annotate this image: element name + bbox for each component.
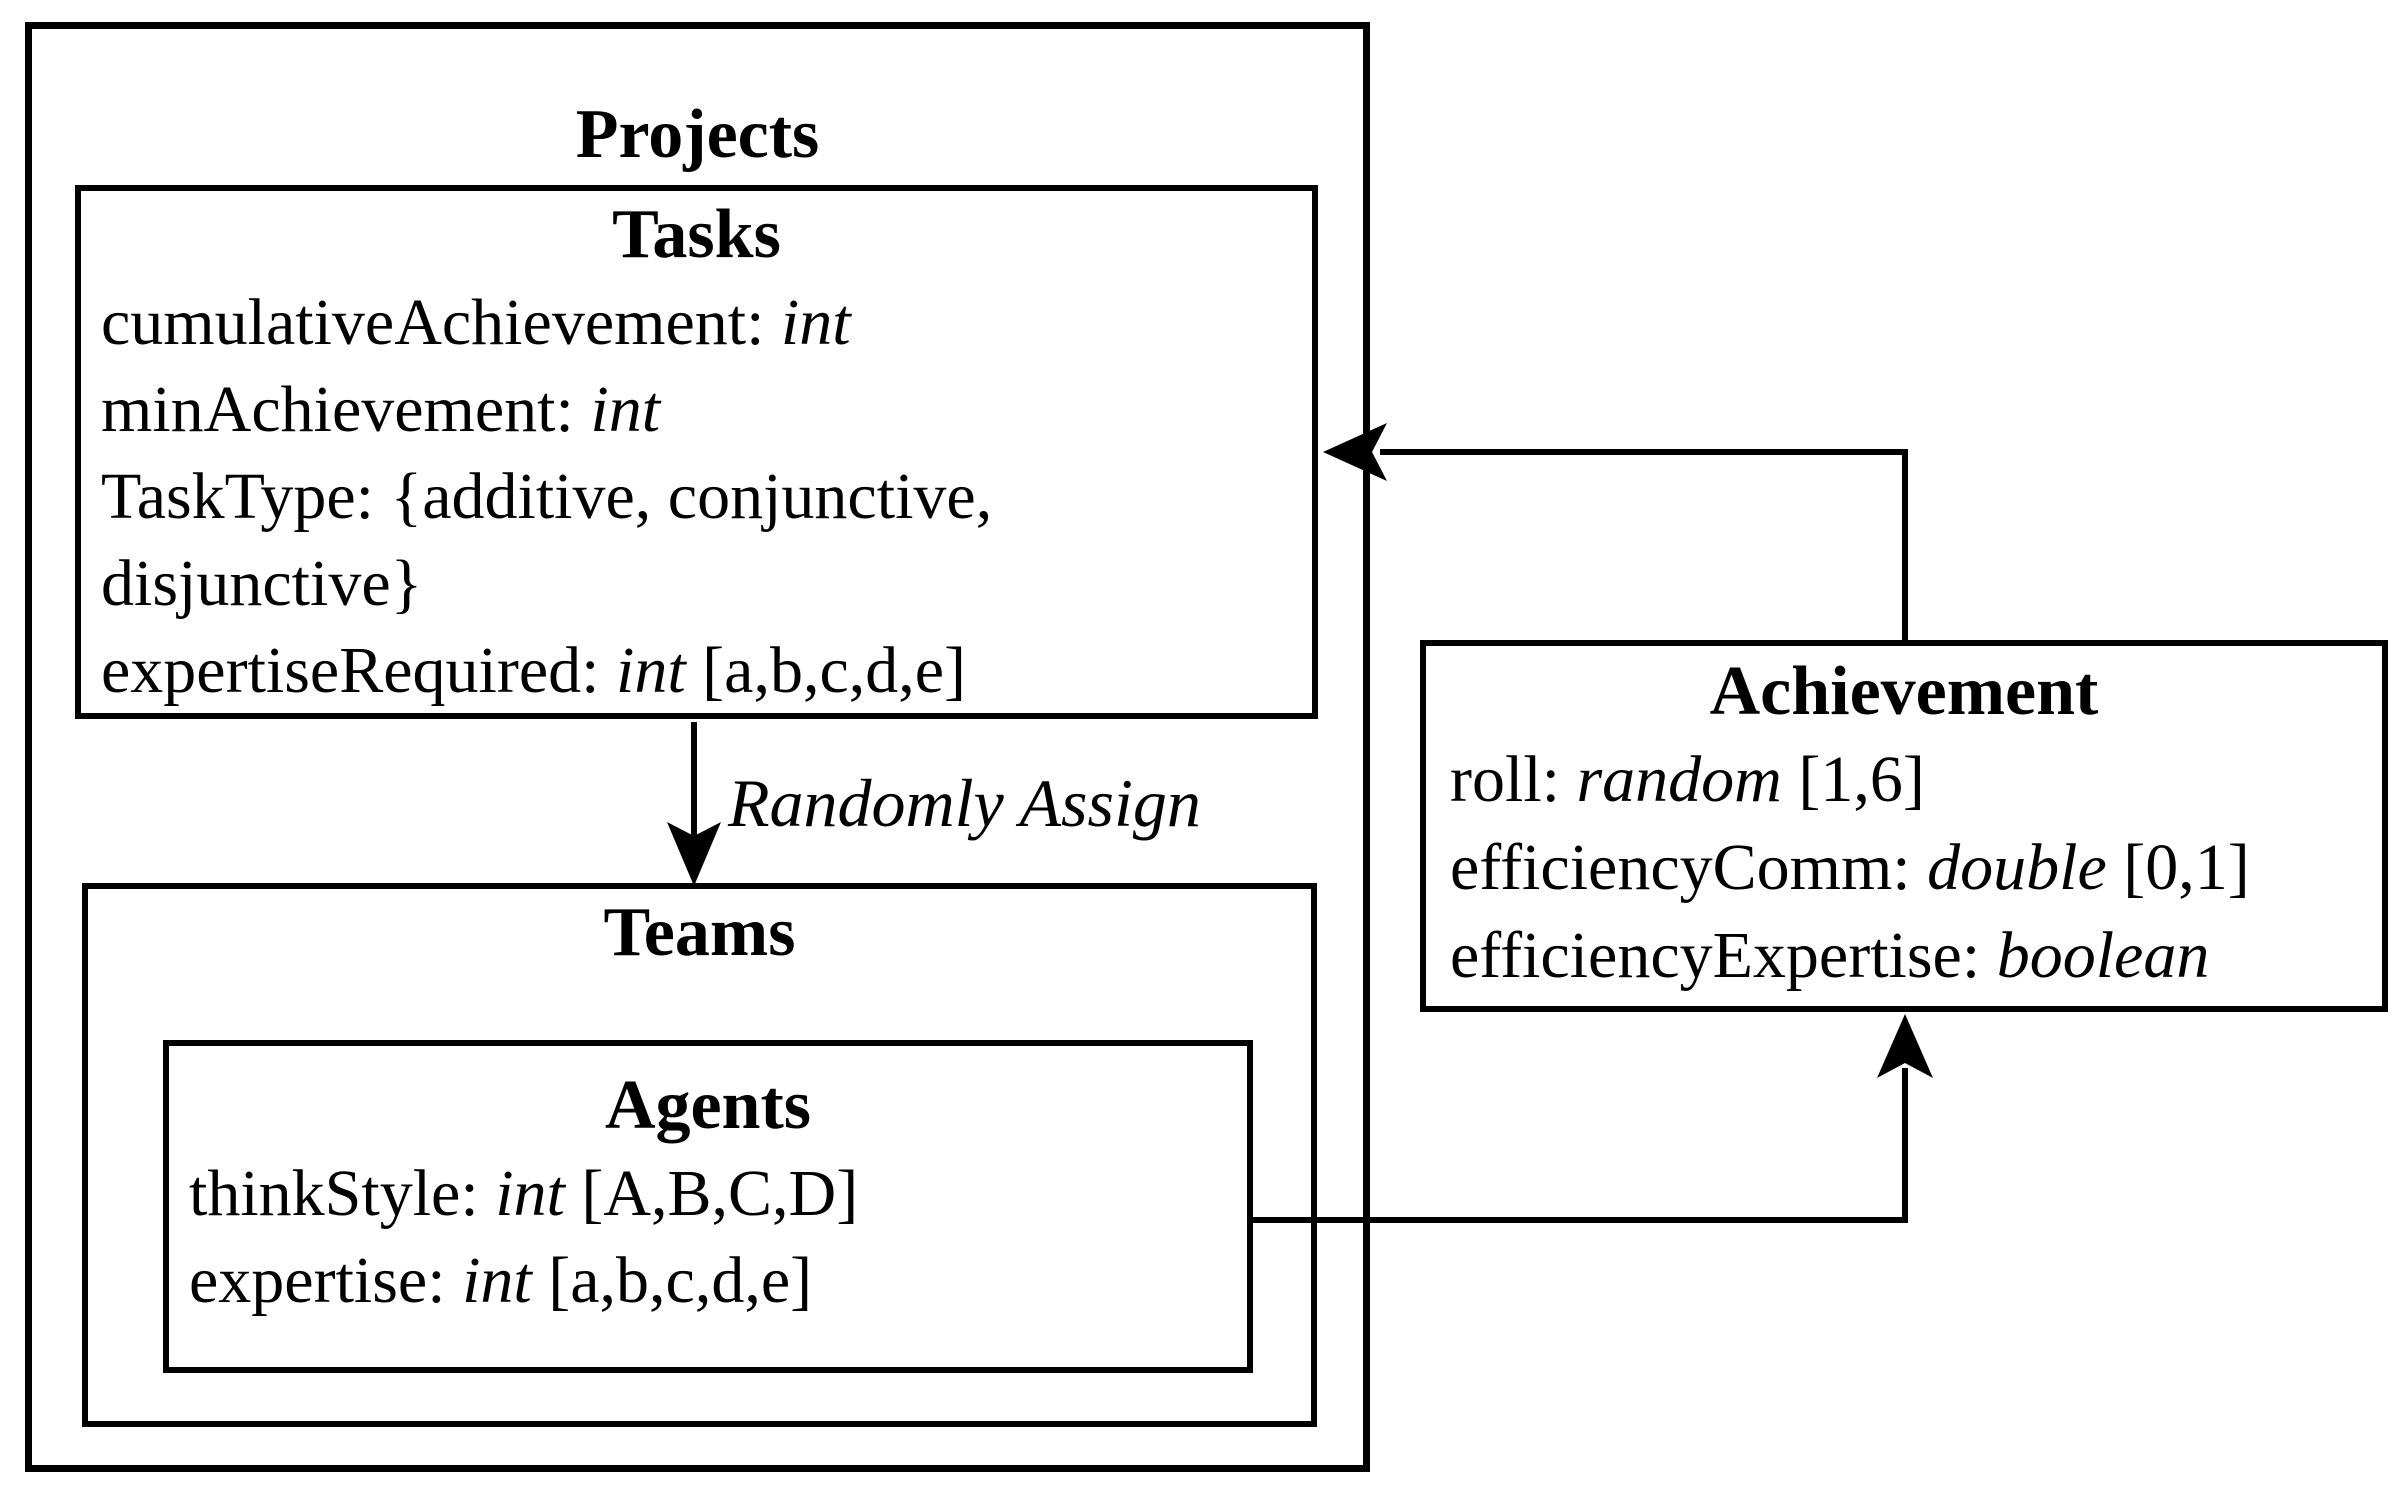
arrow-achievement-to-tasks xyxy=(1323,423,1908,646)
text-segment: int xyxy=(590,373,661,446)
text-segment: expertise: xyxy=(189,1244,463,1317)
tasks-attr-task-type-line1: TaskType: {additive, conjunctive, xyxy=(81,453,1312,540)
arrowhead-up-icon xyxy=(1877,1014,1933,1078)
text-segment: efficiencyComm: xyxy=(1450,831,1928,904)
text-segment: boolean xyxy=(1996,919,2210,992)
text-segment: [A,B,C,D] xyxy=(564,1157,859,1230)
text-segment: int xyxy=(780,286,851,359)
projects-title: Projects xyxy=(575,96,820,173)
tasks-box: Tasks cumulativeAchievement: int minAchi… xyxy=(75,185,1318,719)
tasks-attr-min-achievement: minAchievement: int xyxy=(81,366,1312,453)
text-segment: TaskType: {additive, conjunctive, xyxy=(101,460,993,533)
achievement-attr-efficiency-expertise: efficiencyExpertise: boolean xyxy=(1426,912,2382,1000)
text-segment: disjunctive} xyxy=(101,547,423,620)
tasks-attr-cumulative-achievement: cumulativeAchievement: int xyxy=(81,279,1312,366)
agents-attr-think-style: thinkStyle: int [A,B,C,D] xyxy=(169,1150,1247,1237)
text-segment: random xyxy=(1576,743,1782,816)
agents-box: Agents thinkStyle: int [A,B,C,D] experti… xyxy=(163,1040,1253,1373)
arrow-line xyxy=(1380,449,1908,646)
text-segment: int xyxy=(615,634,686,707)
text-segment: int xyxy=(495,1157,565,1230)
text-segment: expertiseRequired: xyxy=(101,634,616,707)
text-segment: roll: xyxy=(1450,743,1577,816)
text-segment: int xyxy=(462,1244,532,1317)
text-segment: efficiencyExpertise: xyxy=(1450,919,1997,992)
tasks-title: Tasks xyxy=(612,196,781,273)
achievement-box: Achievement roll: random [1,6] efficienc… xyxy=(1420,640,2388,1012)
agents-title: Agents xyxy=(604,1067,812,1144)
text-segment: [0,1] xyxy=(2106,831,2250,904)
achievement-attr-roll: roll: random [1,6] xyxy=(1426,736,2382,824)
achievement-title: Achievement xyxy=(1709,653,2099,730)
tasks-attr-task-type-line2: disjunctive} xyxy=(81,540,1312,627)
randomly-assign-label: Randomly Assign xyxy=(728,765,1201,841)
projects-box: Projects xyxy=(25,22,1370,1472)
tasks-attr-expertise-required: expertiseRequired: int [a,b,c,d,e] xyxy=(81,627,1312,713)
agents-attr-expertise: expertise: int [a,b,c,d,e] xyxy=(169,1237,1247,1324)
text-segment: double xyxy=(1927,831,2107,904)
text-segment: thinkStyle: xyxy=(189,1157,496,1230)
text-segment: [a,b,c,d,e] xyxy=(531,1244,813,1317)
text-segment: [a,b,c,d,e] xyxy=(685,634,967,707)
text-segment: [1,6] xyxy=(1781,743,1925,816)
teams-title: Teams xyxy=(603,894,796,971)
achievement-attr-efficiency-comm: efficiencyComm: double [0,1] xyxy=(1426,824,2382,912)
text-segment: cumulativeAchievement: xyxy=(101,286,781,359)
text-segment: minAchievement: xyxy=(101,373,591,446)
